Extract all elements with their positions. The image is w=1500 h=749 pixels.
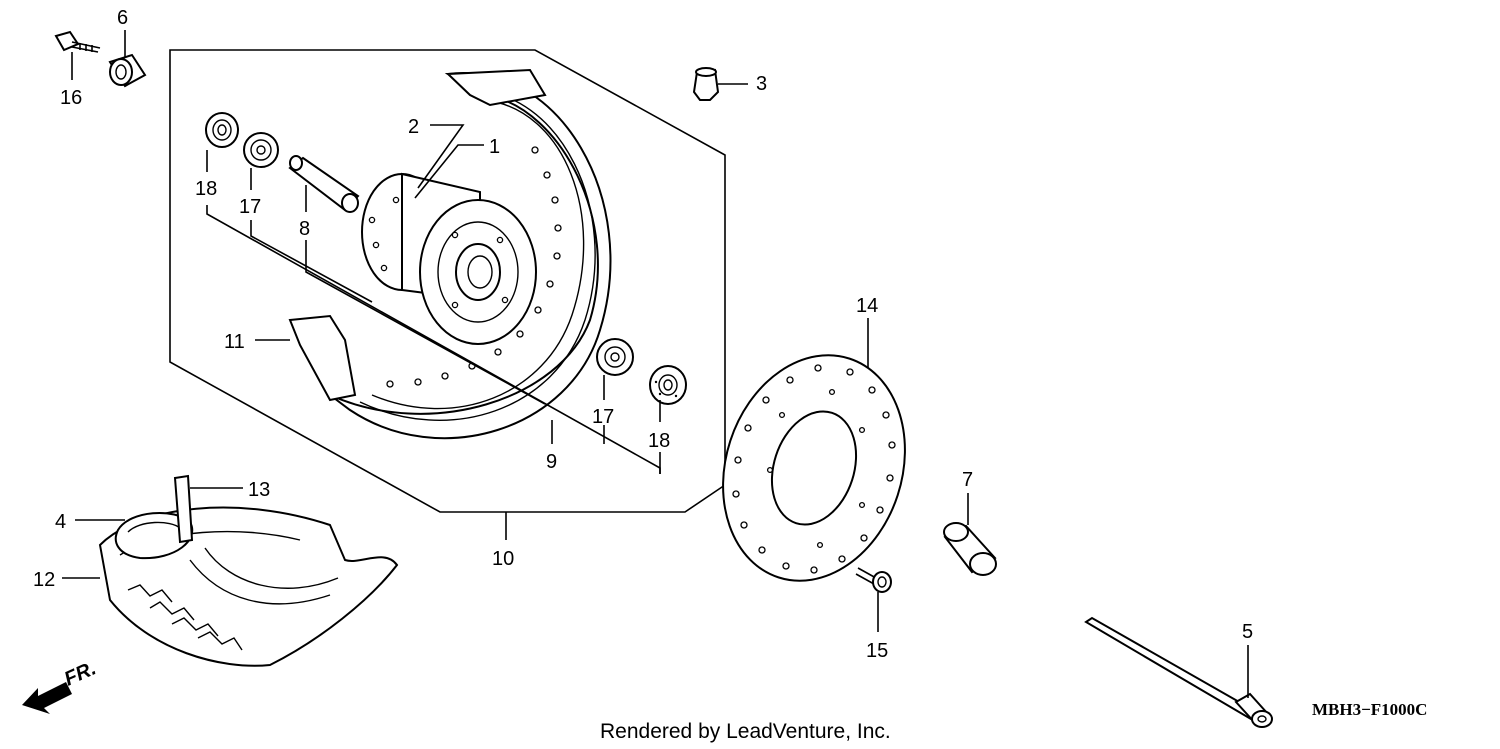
callout-4: 4 [55, 511, 66, 533]
direction-arrow-icon [22, 682, 72, 714]
distance-collar-part[interactable] [288, 155, 360, 213]
side-collar-part[interactable] [108, 53, 147, 88]
disc-bolt-part[interactable] [855, 567, 892, 593]
callout-2: 2 [408, 116, 419, 138]
radial-bearing-18-upper-part[interactable] [205, 112, 239, 148]
assembly-group-outline [169, 49, 726, 513]
callout-7: 7 [962, 469, 973, 491]
brake-disc-part[interactable] [695, 331, 933, 604]
callout-11: 11 [224, 331, 245, 353]
disc-holes [732, 364, 896, 574]
radial-bearing-17-lower-part[interactable] [596, 338, 634, 376]
rim-band-part[interactable] [173, 474, 194, 544]
callout-10: 10 [492, 548, 514, 570]
rim-holes [368, 146, 562, 388]
callout-6: 6 [117, 7, 128, 29]
callout-18-lower: 18 [648, 430, 670, 452]
callout-5: 5 [1242, 621, 1253, 643]
callout-1: 1 [489, 136, 500, 158]
callout-9: 9 [546, 451, 557, 473]
valve-cap-part[interactable] [692, 67, 720, 101]
callout-16: 16 [60, 87, 82, 109]
inner-tube-part[interactable] [114, 512, 193, 560]
callout-12: 12 [33, 569, 55, 591]
callout-14: 14 [856, 295, 878, 317]
radial-bearing-18-lower-part[interactable] [649, 365, 687, 405]
diagram-code: MBH3−F1000C [1312, 700, 1427, 719]
wheel-rim-part[interactable] [288, 68, 612, 440]
axle-collar-part[interactable] [943, 522, 997, 576]
leader-lines [62, 30, 1249, 698]
direction-label: FR. [61, 657, 99, 690]
callout-15: 15 [866, 640, 888, 662]
front-axle-part[interactable] [1084, 616, 1273, 728]
callout-17-upper: 17 [239, 196, 261, 218]
front-direction-indicator: FR. [22, 657, 99, 714]
flange-bolt-part[interactable] [54, 30, 101, 53]
callout-18-upper: 18 [195, 178, 217, 200]
callout-3: 3 [756, 73, 767, 95]
radial-bearing-17-upper-part[interactable] [243, 132, 279, 168]
callout-8: 8 [299, 218, 310, 240]
render-credit: Rendered by LeadVenture, Inc. [600, 720, 891, 743]
callout-17-lower: 17 [592, 406, 614, 428]
callout-13: 13 [248, 479, 270, 501]
